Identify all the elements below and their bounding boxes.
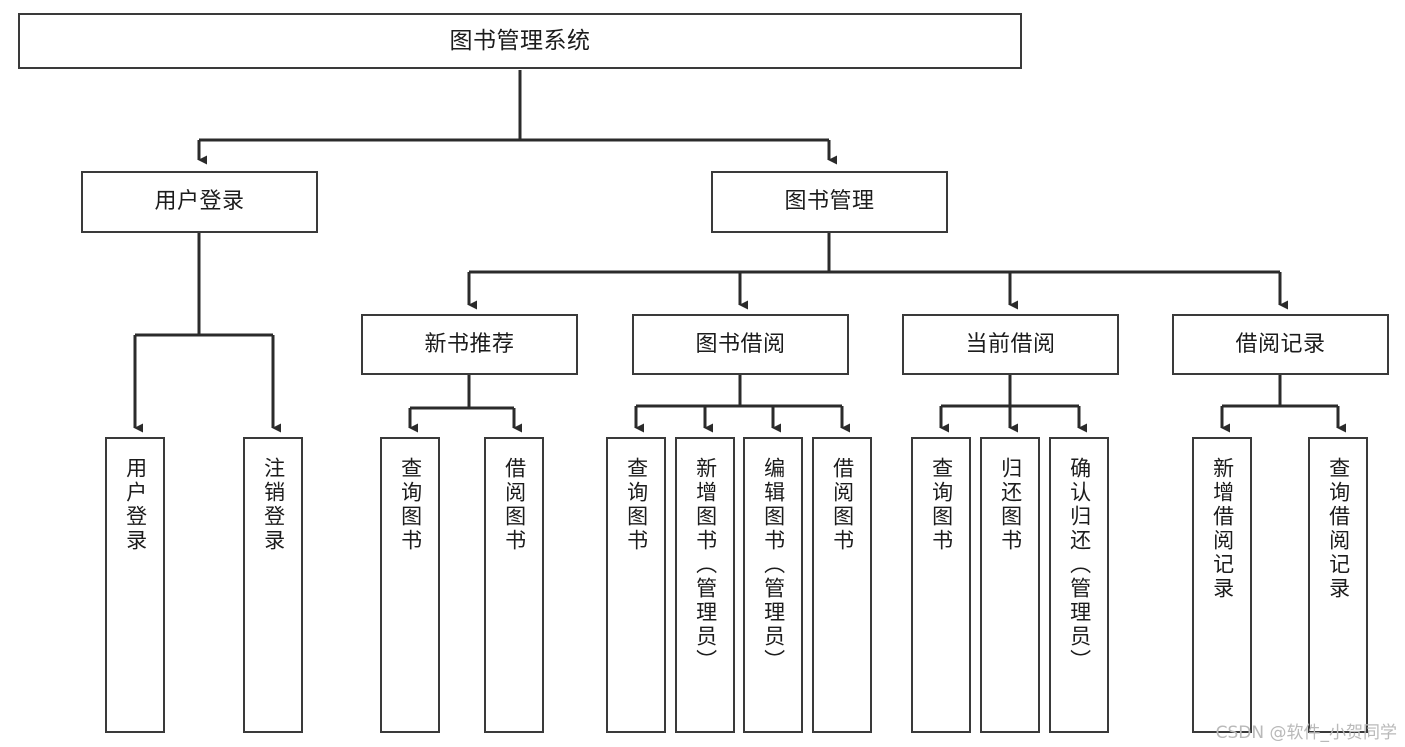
node-label: 查询图书 [398, 457, 423, 553]
node-label: 当前借阅 [965, 331, 1056, 357]
watermark-text: CSDN @软件_小贺同学 [1215, 723, 1397, 743]
leaf-cb-return-book[interactable]: 归还图书 [980, 437, 1040, 733]
node-label: 用户登录 [123, 457, 148, 553]
leaf-br-query-record[interactable]: 查询借阅记录 [1308, 437, 1368, 733]
node-book-management[interactable]: 图书管理 [711, 171, 948, 233]
node-label: 借阅图书 [830, 457, 855, 553]
node-label: 新增图书（管理员） [693, 457, 718, 673]
node-current-borrow[interactable]: 当前借阅 [902, 314, 1119, 375]
node-label: 查询图书 [929, 457, 954, 553]
node-book-borrow[interactable]: 图书借阅 [632, 314, 849, 375]
node-borrow-record[interactable]: 借阅记录 [1172, 314, 1389, 375]
node-label: 查询借阅记录 [1326, 457, 1351, 601]
node-user-login[interactable]: 用户登录 [81, 171, 318, 233]
node-root-system[interactable]: 图书管理系统 [18, 13, 1022, 69]
leaf-cb-confirm-return-admin[interactable]: 确认归还（管理员） [1049, 437, 1109, 733]
node-label: 新增借阅记录 [1210, 457, 1235, 601]
leaf-nb-query-book[interactable]: 查询图书 [380, 437, 440, 733]
leaf-user-login[interactable]: 用户登录 [105, 437, 165, 733]
leaf-bb-edit-book-admin[interactable]: 编辑图书（管理员） [743, 437, 803, 733]
leaf-cb-query-book[interactable]: 查询图书 [911, 437, 971, 733]
leaf-br-add-record[interactable]: 新增借阅记录 [1192, 437, 1252, 733]
node-label: 图书借阅 [695, 331, 786, 357]
leaf-bb-query-book[interactable]: 查询图书 [606, 437, 666, 733]
node-label: 注销登录 [261, 457, 286, 553]
node-label: 确认归还（管理员） [1067, 457, 1092, 673]
leaf-logout[interactable]: 注销登录 [243, 437, 303, 733]
node-label: 用户登录 [154, 189, 245, 215]
node-label: 借阅图书 [502, 457, 527, 553]
leaf-bb-add-book-admin[interactable]: 新增图书（管理员） [675, 437, 735, 733]
node-new-book-recommend[interactable]: 新书推荐 [361, 314, 578, 375]
node-label: 编辑图书（管理员） [761, 457, 786, 673]
leaf-nb-borrow-book[interactable]: 借阅图书 [484, 437, 544, 733]
node-label: 新书推荐 [424, 331, 515, 357]
leaf-bb-borrow-book[interactable]: 借阅图书 [812, 437, 872, 733]
node-label: 归还图书 [998, 457, 1023, 553]
node-label: 借阅记录 [1235, 331, 1326, 357]
node-label: 查询图书 [624, 457, 649, 553]
node-label: 图书管理系统 [449, 27, 591, 54]
node-label: 图书管理 [784, 189, 875, 215]
